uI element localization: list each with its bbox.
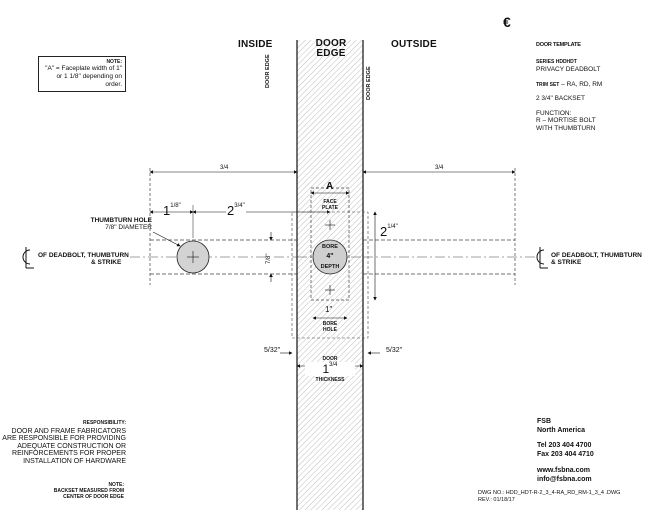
outside-header: OUTSIDE <box>391 39 437 50</box>
faceplate-label: FACE PLATE <box>315 199 345 211</box>
trim-value: – RA, RD, RM <box>561 80 603 88</box>
door-edge-header-line1: DOOR <box>315 38 347 49</box>
responsibility-line: INSTALLATION OF HARDWARE <box>23 457 126 465</box>
responsibility-line: ARE RESPONSIBLE FOR PROVIDING <box>2 435 126 443</box>
door-thickness-top: DOOR <box>322 356 338 362</box>
backset-label: BACKSET <box>554 95 585 102</box>
company-fax: Fax 203 404 4710 <box>537 451 594 458</box>
currency-symbol: € <box>503 14 511 30</box>
bore-depth-label: BORE 4" DEPTH <box>315 242 345 272</box>
company-info: FSB North America Tel 203 404 4700 Fax 2… <box>537 417 594 484</box>
dim-1-inch: 1" <box>325 305 333 314</box>
backset-note-title: NOTE: <box>108 482 124 488</box>
door-edge-label-right: DOOR EDGE <box>366 66 372 100</box>
drawing-revision: REV.: 01/18/17 <box>478 497 515 503</box>
bore-hole-line2: HOLE <box>323 327 337 333</box>
company-email: info@fsbna.com <box>537 476 592 483</box>
door-thickness-value: 13/4 <box>305 362 355 376</box>
bore-hole-label: BORE HOLE <box>315 321 345 333</box>
responsibility-note: RESPONSIBILITY: DOOR AND FRAME FABRICATO… <box>0 420 126 466</box>
dim-2-3-4: 23/4" <box>226 203 246 218</box>
company-web: www.fsbna.com <box>537 467 591 474</box>
faceplate-a-label: A <box>326 181 334 192</box>
centerline-left-line1: OF DEADBOLT, THUMBTURN <box>38 252 129 259</box>
series-label: SERIES HDDHDT <box>536 58 577 65</box>
centerline-left-line2: & STRIKE <box>91 259 122 266</box>
faceplate-label-line1: FACE <box>323 199 337 205</box>
dim-2-1-4-frac: 1/4" <box>387 224 398 230</box>
dim-5-32-right: 5/32" <box>386 347 403 354</box>
template-info: DOOR TEMPLATE SERIES HDDHDT PRIVACY DEAD… <box>536 42 656 132</box>
dim-1-1-8-frac: 1/8" <box>170 203 181 209</box>
series-value: PRIVACY DEADBOLT <box>536 66 601 73</box>
function-label: FUNCTION: <box>536 109 572 117</box>
dim-5-32-left: 5/32" <box>264 347 281 354</box>
door-thickness-bottom: THICKNESS <box>315 377 345 383</box>
drawing-number: DWG NO.: HDD_HDT-R-2_3_4-RA_RD_RM-1_3_4 … <box>478 490 621 496</box>
backset-note-line2: CENTER OF DOOR EDGE <box>63 494 124 500</box>
door-edge-band <box>297 40 363 510</box>
backset-note-line1: BACKSET MEASURED FROM <box>53 488 124 494</box>
centerline-label-left: OF DEADBOLT, THUMBTURN & STRIKE <box>38 252 129 266</box>
thumbturn-hole-label: THUMBTURN HOLE 7/8" DIAMETER <box>62 217 152 231</box>
bore-hole-line1: BORE <box>322 321 338 327</box>
bore-depth-line2: 4" <box>326 253 334 260</box>
centerline-symbol-left <box>22 247 34 269</box>
door-thickness-frac: 3/4 <box>329 362 338 368</box>
thumbturn-label-line2: 7/8" DIAMETER <box>105 224 152 231</box>
faceplate-note: NOTE: "A" = Faceplate width of 1" or 1 1… <box>38 56 126 92</box>
function-line2: WITH THUMBTURN <box>536 124 596 132</box>
thumbturn-label-line1: THUMBTURN HOLE <box>90 217 152 224</box>
centerline-right-line2: & STRIKE <box>551 259 582 266</box>
left-span-dim: 3/4 <box>219 165 230 171</box>
trim-label: TRIM SET <box>536 81 560 88</box>
note-text: "A" = Faceplate width of 1" or 1 1/8" de… <box>45 65 122 88</box>
centerline-right-line1: OF DEADBOLT, THUMBTURN <box>551 252 642 259</box>
centerline-symbol-right <box>536 247 548 269</box>
inside-header: INSIDE <box>238 39 273 50</box>
company-name: FSB <box>537 418 551 425</box>
backset-value: 2 3/4" <box>536 95 553 102</box>
door-edge-header-line2: EDGE <box>316 48 346 59</box>
dim-7-8: 7/8" <box>266 253 272 264</box>
dim-1-1-8: 11/8" <box>163 203 181 218</box>
bore-depth-line3: DEPTH <box>320 264 340 270</box>
responsibility-title: RESPONSIBILITY: <box>83 420 126 426</box>
company-tel: Tel 203 404 4700 <box>537 442 592 449</box>
dim-2-3-4-whole: 2 <box>227 203 235 218</box>
responsibility-line: DOOR AND FRAME FABRICATORS <box>11 427 126 435</box>
dim-2-1-4-whole: 2 <box>380 224 388 239</box>
note-title: NOTE: <box>106 59 122 65</box>
responsibility-line: REINFORCEMENTS FOR PROPER <box>12 450 126 458</box>
door-edge-label-left: DOOR EDGE <box>265 54 271 88</box>
dim-2-1-4: 21/4" <box>380 224 398 239</box>
bore-depth-line1: BORE <box>322 244 338 250</box>
bore-hole <box>312 239 348 275</box>
door-thickness-whole: 1 <box>322 362 330 376</box>
template-title: DOOR TEMPLATE <box>536 42 581 48</box>
company-region: North America <box>537 427 585 434</box>
drawing-info: DWG NO.: HDD_HDT-R-2_3_4-RA_RD_RM-1_3_4 … <box>478 490 620 504</box>
dim-2-3-4-frac: 3/4" <box>234 203 245 209</box>
responsibility-line: ADEQUATE CONSTRUCTION OR <box>17 442 126 450</box>
centerline-label-right: OF DEADBOLT, THUMBTURN & STRIKE <box>551 252 642 266</box>
dim-1-1-8-whole: 1 <box>163 203 171 218</box>
right-span-dim: 3/4 <box>434 165 445 171</box>
faceplate-label-line2: PLATE <box>321 205 339 211</box>
door-edge-header: DOOR EDGE <box>309 39 353 59</box>
function-line1: R – MORTISE BOLT <box>536 117 596 124</box>
backset-note: NOTE: BACKSET MEASURED FROM CENTER OF DO… <box>40 482 124 500</box>
